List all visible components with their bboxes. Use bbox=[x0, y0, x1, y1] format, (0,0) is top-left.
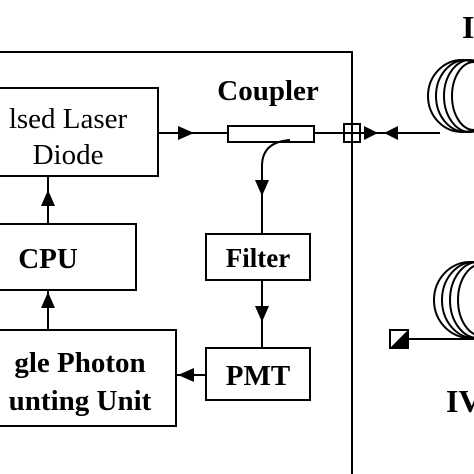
laser-diode-block: lsed Laser Diode bbox=[0, 87, 159, 177]
cpu-label: CPU bbox=[18, 243, 78, 275]
pmt-to-counter-arrowhead bbox=[178, 368, 194, 382]
pmt-label: PMT bbox=[226, 360, 290, 392]
coupler-label: Coupler bbox=[217, 75, 319, 107]
filter-label: Filter bbox=[226, 243, 290, 273]
coupler-body bbox=[227, 125, 315, 143]
termination-fill bbox=[390, 330, 408, 348]
cpu-box bbox=[0, 223, 137, 291]
top-coil-loop-4 bbox=[451, 61, 474, 131]
fiber-end-termination bbox=[389, 329, 474, 349]
bottom-coil-loop-1 bbox=[433, 261, 474, 339]
coupler-to-filter-arrowhead bbox=[255, 180, 269, 196]
counting-unit-label-line2: unting Unit bbox=[9, 385, 152, 417]
top-right-label: I bbox=[462, 9, 474, 45]
coupler: Coupler bbox=[217, 75, 319, 167]
cpu-block: CPU bbox=[0, 223, 137, 291]
filter-to-pmt-arrowhead bbox=[255, 306, 269, 322]
bottom-coil-loop-3 bbox=[449, 261, 474, 339]
top-coil-loop-2 bbox=[435, 59, 474, 133]
laser-diode-box bbox=[0, 87, 159, 177]
laser-diode-label-line1: lsed Laser bbox=[9, 103, 128, 135]
coupler-tap-curve bbox=[261, 139, 291, 167]
filter-box bbox=[205, 233, 311, 281]
top-fiber-coil bbox=[427, 59, 474, 133]
bottom-coil-loop-2 bbox=[441, 261, 474, 339]
counting-unit-box bbox=[0, 329, 177, 427]
laser-diode-label-line2: Diode bbox=[33, 139, 104, 171]
laser-to-coupler-arrowhead bbox=[178, 126, 194, 140]
filter-block: Filter bbox=[205, 233, 311, 281]
counting-unit-label-line1: gle Photon bbox=[14, 347, 145, 379]
bottom-fiber-coil bbox=[433, 261, 474, 339]
top-coil-loop-3 bbox=[443, 59, 474, 133]
bidirectional-arrowhead-right bbox=[364, 126, 378, 140]
counting-unit-block: gle Photon unting Unit bbox=[0, 329, 177, 427]
bottom-coil-loop-4 bbox=[457, 264, 474, 336]
fiber-connector bbox=[343, 123, 361, 143]
bidirectional-arrowhead-left bbox=[384, 126, 398, 140]
bottom-right-label: IV bbox=[446, 383, 474, 419]
pmt-block: PMT bbox=[205, 347, 311, 401]
counter-to-cpu-arrowhead bbox=[41, 292, 55, 308]
cpu-to-laser-arrowhead bbox=[41, 190, 55, 206]
